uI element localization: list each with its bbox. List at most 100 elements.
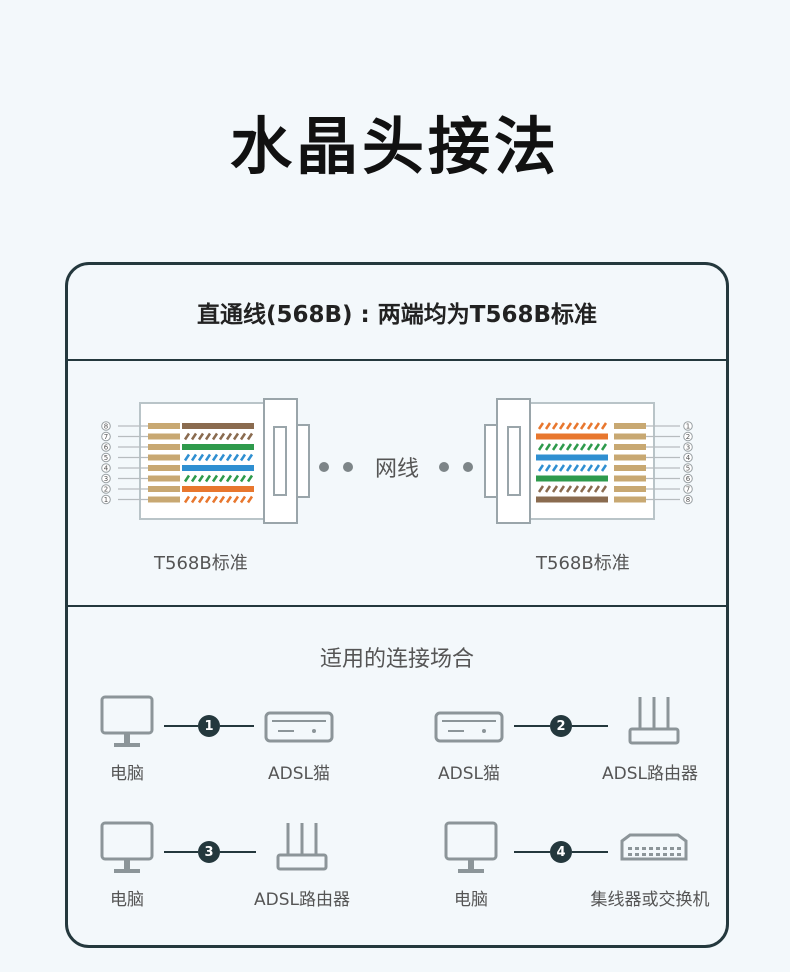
wire-stripe [579,443,587,451]
gold-pin [148,475,180,482]
device-label: 电脑 [454,890,488,910]
computer-icon [444,821,498,873]
connector-line [514,851,550,853]
pin-number: 3 [104,475,108,483]
badge-3: 3 [198,841,220,863]
device-label: ADSL路由器 [602,764,698,784]
wire [182,496,254,503]
pin-number-circle [101,452,111,463]
gold-pin [148,444,180,450]
wire-stripe [183,432,191,441]
connector-line [164,851,198,853]
wire-stripe [579,464,587,472]
wire-stripe [239,474,247,483]
device-label: 电脑 [110,890,144,910]
wire-stripe [190,432,198,441]
wire-stripe [544,464,552,472]
pin-number: 6 [104,444,109,452]
gold-pin [614,486,646,492]
device-label: ADSL猫 [268,764,330,784]
wire-stripe [239,432,247,441]
pin-number: 5 [686,465,690,473]
wire-stripe [204,474,212,483]
wire-stripe [246,495,254,504]
wire [536,475,608,482]
device-label: ADSL路由器 [254,890,350,910]
switch-icon [620,833,688,861]
wire-stripe [225,432,233,441]
wire-stripe [246,474,254,483]
gold-pin [148,423,180,429]
wire [182,486,254,492]
wire-stripe [565,464,573,472]
gold-pin [614,454,646,461]
wire [182,454,254,461]
pin-number-circle [683,484,693,494]
pin-number: 1 [104,496,108,504]
wire-stripe [537,464,545,472]
wire-stripe [544,422,552,430]
connector-line [220,851,256,853]
wire-stripe [246,432,254,441]
gold-pin [148,465,180,471]
wire [182,465,254,471]
wire-stripe [593,443,601,451]
wire-stripe [593,485,601,493]
wire-stripe [211,495,219,504]
pin-number: 4 [104,465,109,473]
wire [536,496,608,503]
pin-number-circle [101,431,111,442]
pin-number-circle [101,442,111,452]
wire [536,433,608,440]
pin-number-circle [101,463,111,473]
wire-stripe [225,453,233,462]
connector-line [220,725,254,727]
wire-stripe [225,474,233,483]
pin-number: 7 [104,433,108,441]
wire [182,423,254,429]
wire-stripe [211,453,219,462]
wire-stripe [565,422,573,430]
computer-icon [100,695,154,747]
wire-stripe [551,422,559,430]
wire-stripe [565,485,573,493]
wire-stripe [537,485,545,493]
gold-pin [614,433,646,440]
wire-stripe [204,432,212,441]
wire-stripe [197,432,205,441]
connector-line [572,851,608,853]
pin-number: 8 [104,423,108,431]
wire-stripe [558,485,566,493]
wire-stripe [197,453,205,462]
gold-pin [148,496,180,503]
modem-icon [434,711,504,743]
wire-stripe [197,474,205,483]
wire-stripe [551,485,559,493]
gold-pin [148,454,180,461]
wire-stripe [239,495,247,504]
gold-pin [614,475,646,482]
pin-number-circle [683,473,693,484]
router-icon [276,823,328,871]
wire-stripe [232,453,240,462]
wire [182,475,254,482]
gold-pin [148,486,180,492]
pin-number: 5 [104,454,108,462]
wire-stripe [183,495,191,504]
wire-stripe [600,485,608,493]
wire-stripe [579,422,587,430]
wire-stripe [593,464,601,472]
badge-2: 2 [550,715,572,737]
cable-label: 网线 [374,457,419,482]
wire [536,486,608,492]
connector-line [164,725,198,727]
pin-number: 6 [686,475,691,483]
wire-stripe [204,495,212,504]
wire-stripe [551,464,559,472]
connector-line [514,725,550,727]
gold-pin [614,444,646,450]
